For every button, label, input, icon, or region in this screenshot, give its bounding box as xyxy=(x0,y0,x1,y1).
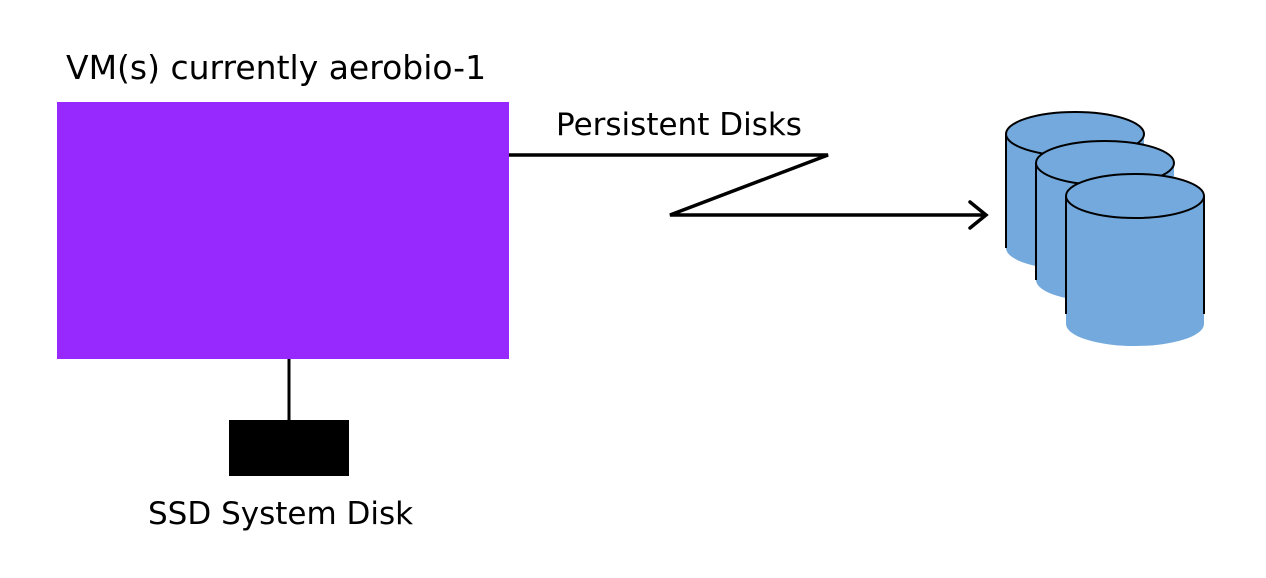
ssd-system-disk-label: SSD System Disk xyxy=(148,496,414,532)
arrow-head-icon xyxy=(968,200,989,230)
network-link-line xyxy=(509,153,985,217)
vm-label: VM(s) currently aerobio-1 xyxy=(66,48,487,87)
disk-cylinder-icon xyxy=(1065,173,1205,346)
vm-box xyxy=(57,102,509,359)
ssd-disk-box xyxy=(229,420,349,476)
persistent-disk-stack xyxy=(1005,111,1205,346)
persistent-disks-label: Persistent Disks xyxy=(556,107,802,143)
